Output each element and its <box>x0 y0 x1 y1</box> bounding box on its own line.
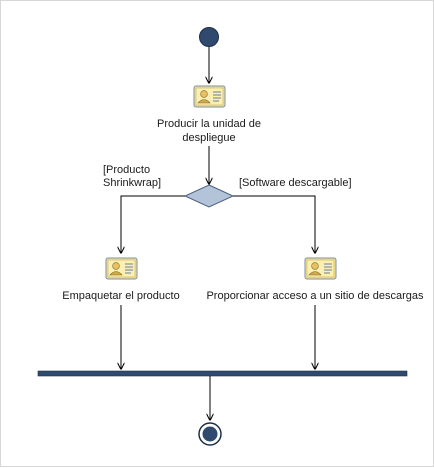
flow-decision-to-package <box>121 195 185 253</box>
action-label-produce-line2: despliegue <box>182 132 236 144</box>
guard-shrinkwrap: [Producto Shrinkwrap] <box>103 164 161 190</box>
action-label-download: Proporcionar acceso a un sitio de descar… <box>206 290 424 302</box>
action-label-package: Empaquetar el producto <box>62 290 180 302</box>
action-label-produce: Producir la unidad de despliegue <box>139 117 279 145</box>
action-label-produce-line1: Producir la unidad de <box>157 118 261 130</box>
initial-node[interactable] <box>199 27 219 47</box>
guard-software: [Software descargable] <box>239 177 352 190</box>
flow-decision-to-download <box>233 195 315 253</box>
final-node[interactable] <box>202 426 218 442</box>
guard-software-line1: [Software descargable] <box>239 177 352 189</box>
guard-shrinkwrap-line2: Shrinkwrap] <box>103 177 162 189</box>
activity-card-icon[interactable] <box>304 257 337 280</box>
activity-card-icon[interactable] <box>105 257 138 280</box>
activity-card-icon[interactable] <box>193 85 226 108</box>
decision-node[interactable] <box>183 184 235 208</box>
guard-shrinkwrap-line1: [Producto <box>103 164 151 176</box>
join-bar[interactable] <box>37 370 408 377</box>
